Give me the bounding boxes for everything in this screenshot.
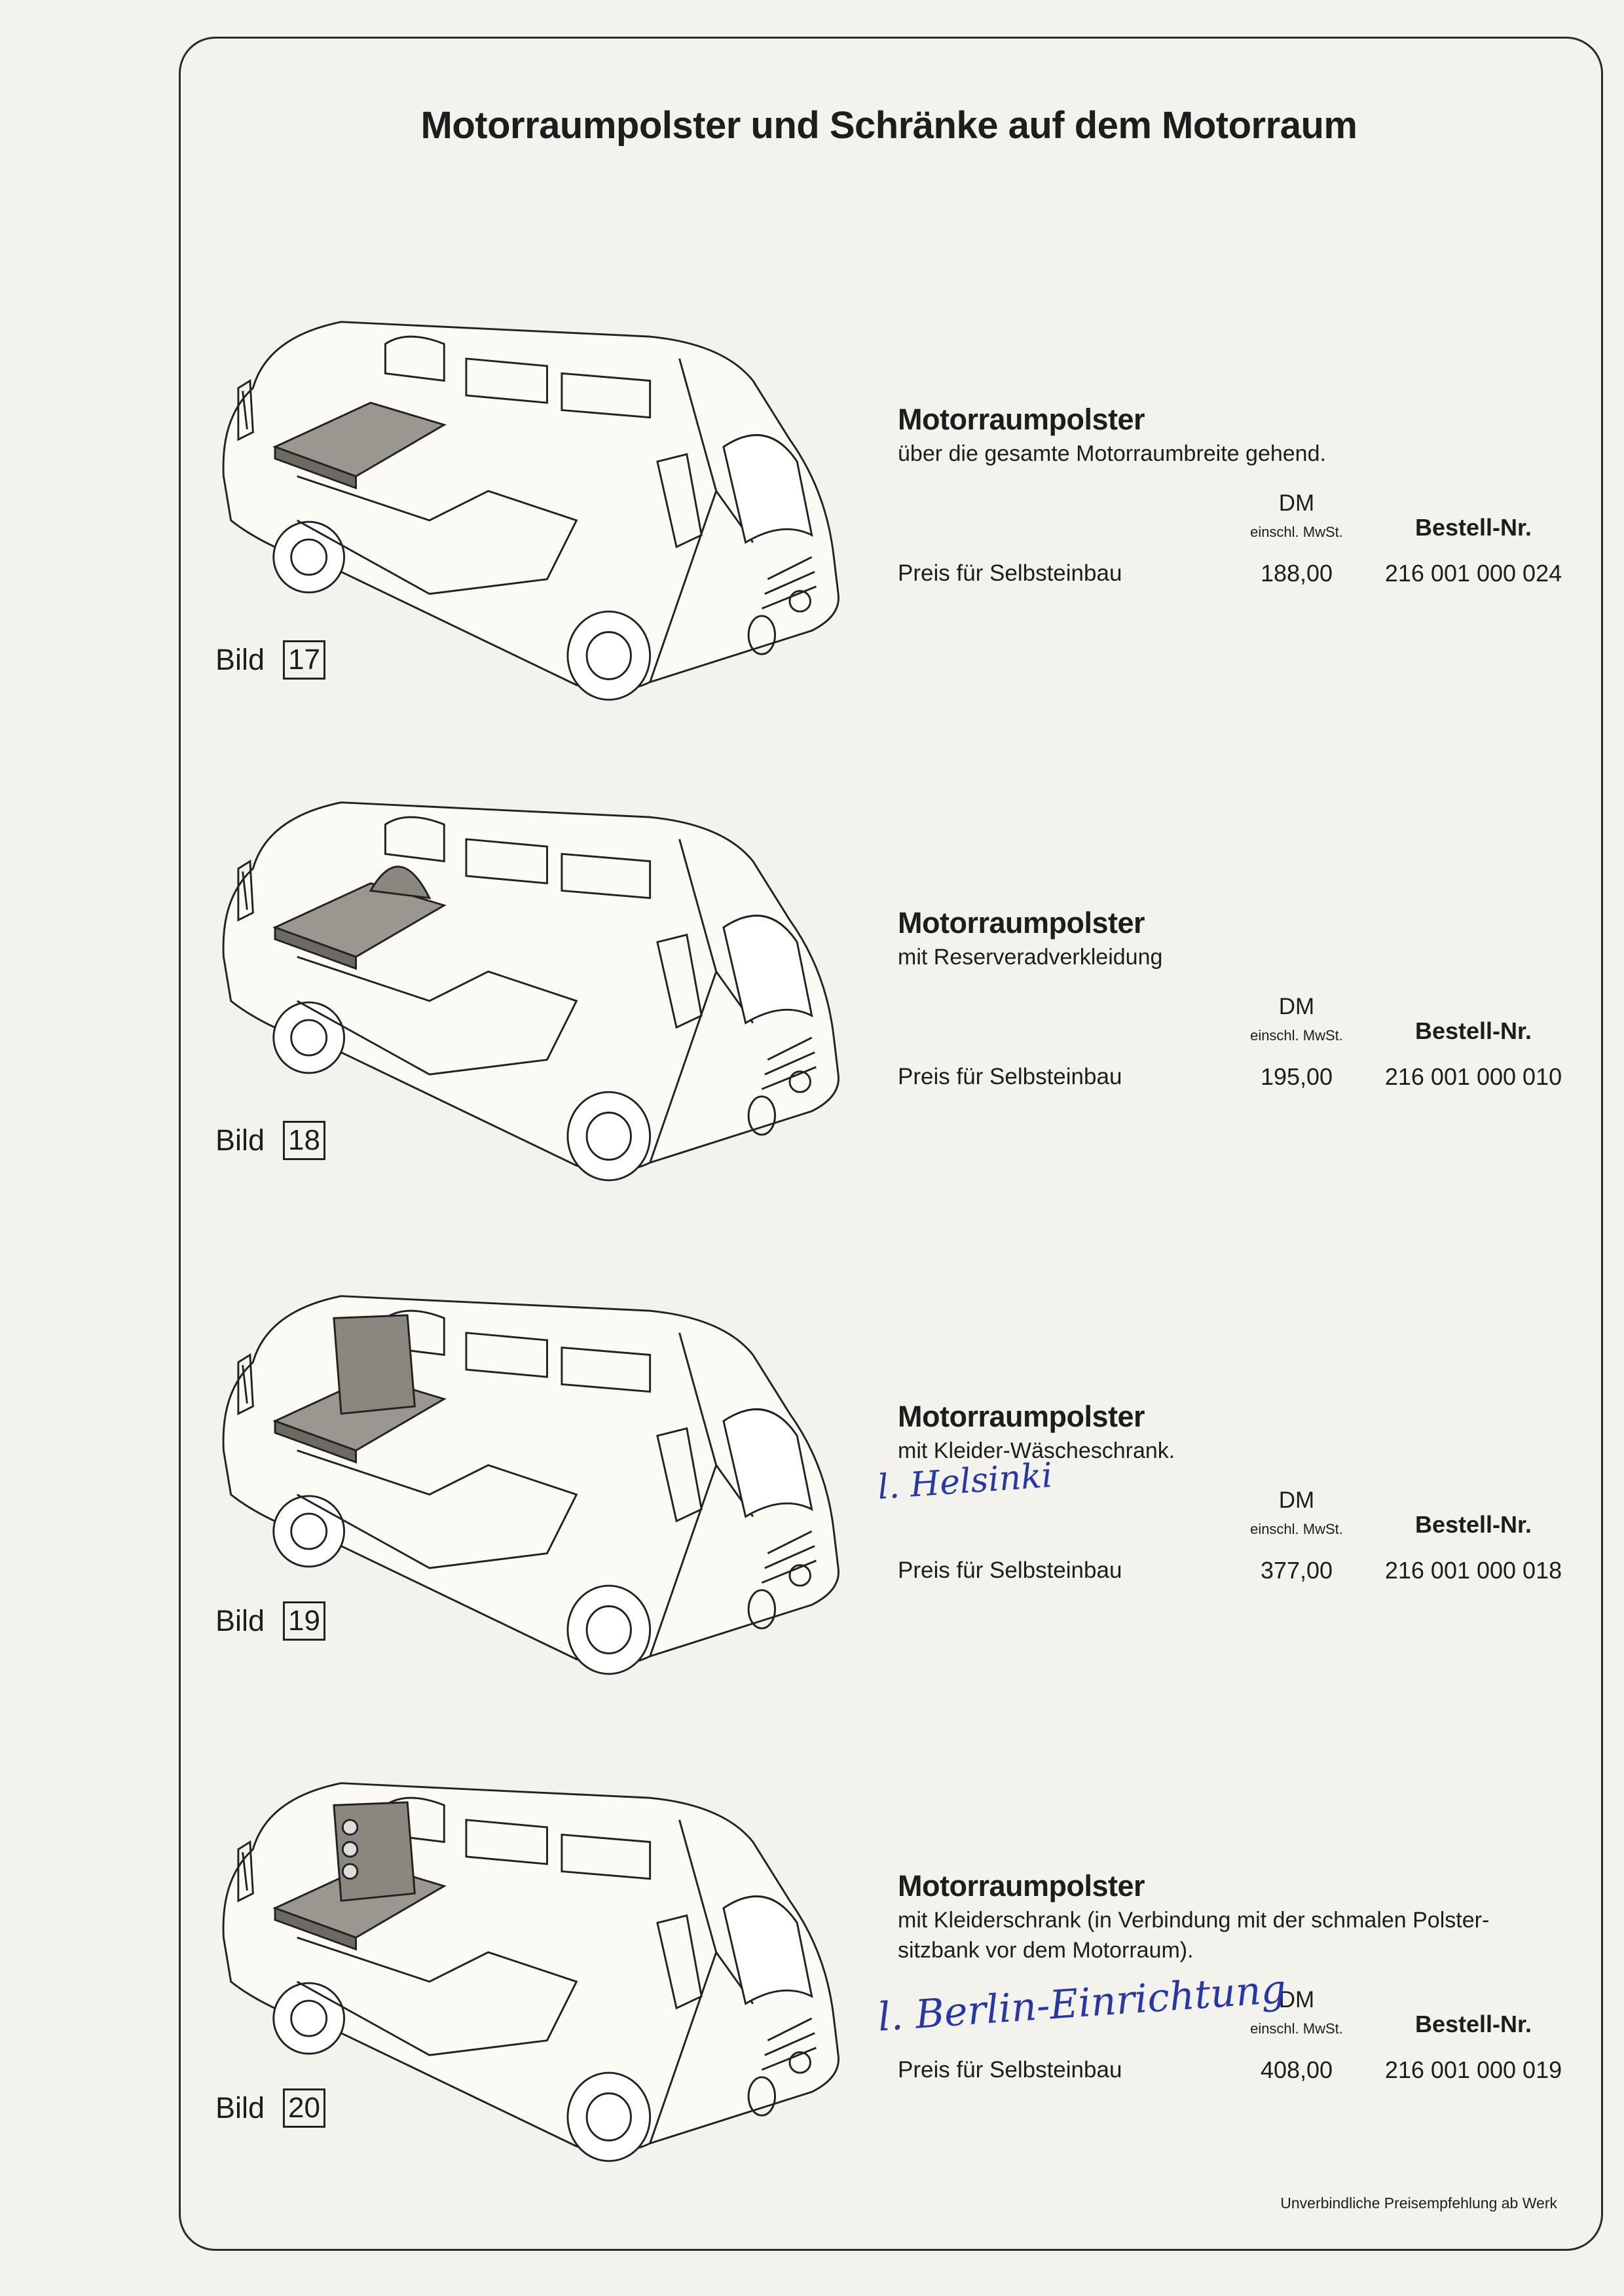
figure-prefix: Bild <box>215 2091 265 2124</box>
handwritten-note: l. Berlin-Einrichtung <box>876 1966 1288 2041</box>
order-number: 216 001 000 010 <box>1384 1063 1562 1090</box>
currency-header: DM <box>1278 1987 1315 2013</box>
cabinet-drawer-knob <box>341 1841 359 1858</box>
spare-wheel-cover <box>369 866 432 900</box>
price-value: 408,00 <box>1260 2056 1333 2083</box>
figure-label: Bild 19 <box>215 1601 325 1641</box>
page-border <box>179 37 1603 2251</box>
vat-note: einschl. MwSt. <box>1250 2020 1343 2037</box>
figure-label: Bild 17 <box>215 640 325 680</box>
order-number-header: Bestell-Nr. <box>1414 2011 1532 2037</box>
product-description: mit Kleider-Wäscheschrank. <box>898 1438 1175 1463</box>
product-section: Bild 18 Motorraumpolster mit Reserveradv… <box>0 780 1624 1278</box>
cabinet-drawer-knob <box>341 1819 359 1836</box>
order-number: 216 001 000 018 <box>1384 1557 1562 1584</box>
product-title: Motorraumpolster <box>898 906 1145 939</box>
price-value: 377,00 <box>1260 1557 1333 1584</box>
product-section: Bild 19 Motorraumpolster mit Kleider-Wäs… <box>0 1274 1624 1772</box>
figure-label: Bild 18 <box>215 1121 325 1160</box>
product-section: Bild 17 Motorraumpolster über die gesamt… <box>0 300 1624 797</box>
price-value: 188,00 <box>1260 560 1333 587</box>
order-number-header: Bestell-Nr. <box>1414 1017 1532 1044</box>
product-description: mit Reserveradverkleidung <box>898 945 1163 970</box>
currency-header: DM <box>1278 1487 1315 1513</box>
product-title: Motorraumpolster <box>898 1869 1145 1903</box>
price-label: Preis für Selbsteinbau <box>898 560 1122 586</box>
page-title: Motorraumpolster und Schränke auf dem Mo… <box>420 104 1357 147</box>
currency-header: DM <box>1278 994 1315 1019</box>
order-number: 216 001 000 019 <box>1384 2056 1562 2083</box>
product-title: Motorraumpolster <box>898 1400 1145 1433</box>
price-label: Preis für Selbsteinbau <box>898 1064 1122 1089</box>
figure-number: 20 <box>283 2088 325 2128</box>
price-label: Preis für Selbsteinbau <box>898 1558 1122 1583</box>
figure-prefix: Bild <box>215 643 265 676</box>
price-disclaimer: Unverbindliche Preisempfehlung ab Werk <box>1280 2195 1557 2212</box>
vw-bus-illustration <box>222 1295 840 1675</box>
figure-label: Bild 20 <box>215 2088 325 2128</box>
vw-bus-illustration <box>222 801 840 1182</box>
product-section: Bild 20 Motorraumpolster mit Kleiderschr… <box>0 1761 1624 2259</box>
price-value: 195,00 <box>1260 1063 1333 1090</box>
figure-number: 19 <box>283 1601 325 1641</box>
figure-number: 17 <box>283 640 325 680</box>
currency-header: DM <box>1278 490 1315 516</box>
vat-note: einschl. MwSt. <box>1250 1027 1343 1044</box>
product-description: über die gesamte Motorraumbreite gehend. <box>898 441 1326 466</box>
vat-note: einschl. MwSt. <box>1250 1521 1343 1537</box>
vat-note: einschl. MwSt. <box>1250 524 1343 540</box>
order-number-header: Bestell-Nr. <box>1414 1511 1532 1538</box>
figure-prefix: Bild <box>215 1604 265 1637</box>
product-title: Motorraumpolster <box>898 403 1145 436</box>
product-description: mit Kleiderschrank (in Verbindung mit de… <box>898 1908 1490 1963</box>
price-label: Preis für Selbsteinbau <box>898 2057 1122 2083</box>
order-number: 216 001 000 024 <box>1384 560 1562 587</box>
cabinet <box>333 1314 416 1415</box>
figure-number: 18 <box>283 1121 325 1160</box>
vw-bus-illustration <box>222 1782 840 2162</box>
vw-bus-illustration <box>222 321 840 701</box>
order-number-header: Bestell-Nr. <box>1414 514 1532 541</box>
figure-prefix: Bild <box>215 1123 265 1157</box>
cabinet-drawer-knob <box>341 1863 359 1880</box>
